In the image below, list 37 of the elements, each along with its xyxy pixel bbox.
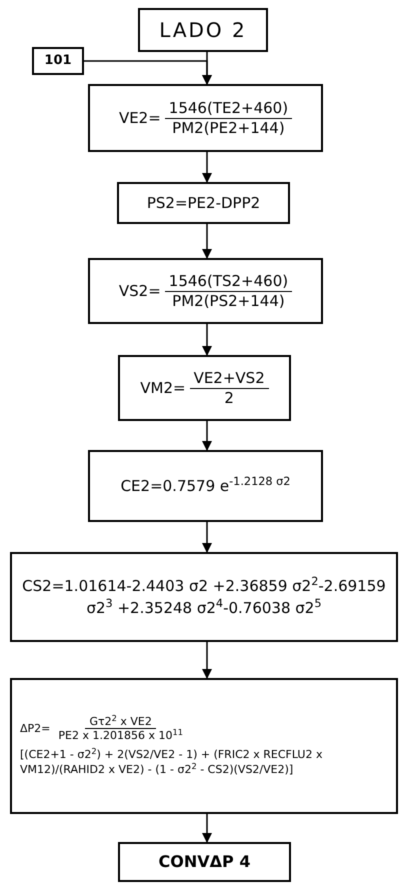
numerator-text: 1546(TE2+460) [164, 98, 292, 118]
process-box [88, 84, 323, 152]
denominator-text: PM2(PS2+144) [171, 292, 286, 310]
formula-text: VE2= [118, 108, 161, 129]
arrow [202, 421, 212, 451]
numerator-text: 1546(TS2+460) [164, 272, 292, 292]
process-box [88, 450, 323, 522]
process-box [10, 678, 398, 814]
process-box [32, 47, 84, 75]
process-box [118, 842, 291, 882]
formula-text: LADO 2 [159, 17, 247, 44]
formula-text: VS2= [118, 280, 161, 302]
arrow [202, 152, 212, 183]
arrow [202, 324, 212, 356]
process-box [88, 258, 323, 324]
denominator-text: PM2(PE2+144) [171, 118, 286, 138]
formula-text: CE2=0.7579 e$^{-1.2128 σ2}$ [120, 474, 290, 497]
process-box [117, 182, 290, 224]
numerator-text: VE2+VS2 [190, 368, 269, 388]
arrow [84, 60, 212, 85]
formula-text: VM2= [140, 378, 186, 399]
arrow [202, 814, 212, 843]
formula-text: CONVΔP 4 [158, 851, 250, 873]
process-box [118, 355, 291, 421]
denominator-text: 2 [223, 388, 235, 408]
arrow [202, 642, 212, 679]
numerator-text: Gτ2$^{2}$ x VE2 [85, 714, 156, 730]
process-box [10, 552, 398, 642]
formula-text: 101 [44, 52, 72, 70]
denominator-text: PE2 x 1.201856 x 10$^{11}$ [57, 729, 184, 744]
formula-text: PS2=PE2-DPP2 [146, 192, 260, 214]
arrow [202, 522, 212, 553]
formula-text: ΔP2= [20, 720, 50, 737]
process-box [138, 8, 268, 52]
arrow [202, 224, 212, 259]
formula-text: CS2=1.01614-2.4403 σ2 +2.36859 σ2$^{2}$-2.69159 σ2$^{3}$ +2.35248 σ2$^{4}$-0.76038 σ2$^{5}$ [21, 574, 387, 619]
formula-text: [(CE2+1 - σ2$^{2}$) + 2(VS2/VE2 - 1) + (FRIC2 x RECFLU2 x VM12)/(RAHID2 x VE2) - (1 - σ2$^{2}$ - CS2)(VS2/VE2)] [20, 747, 324, 778]
